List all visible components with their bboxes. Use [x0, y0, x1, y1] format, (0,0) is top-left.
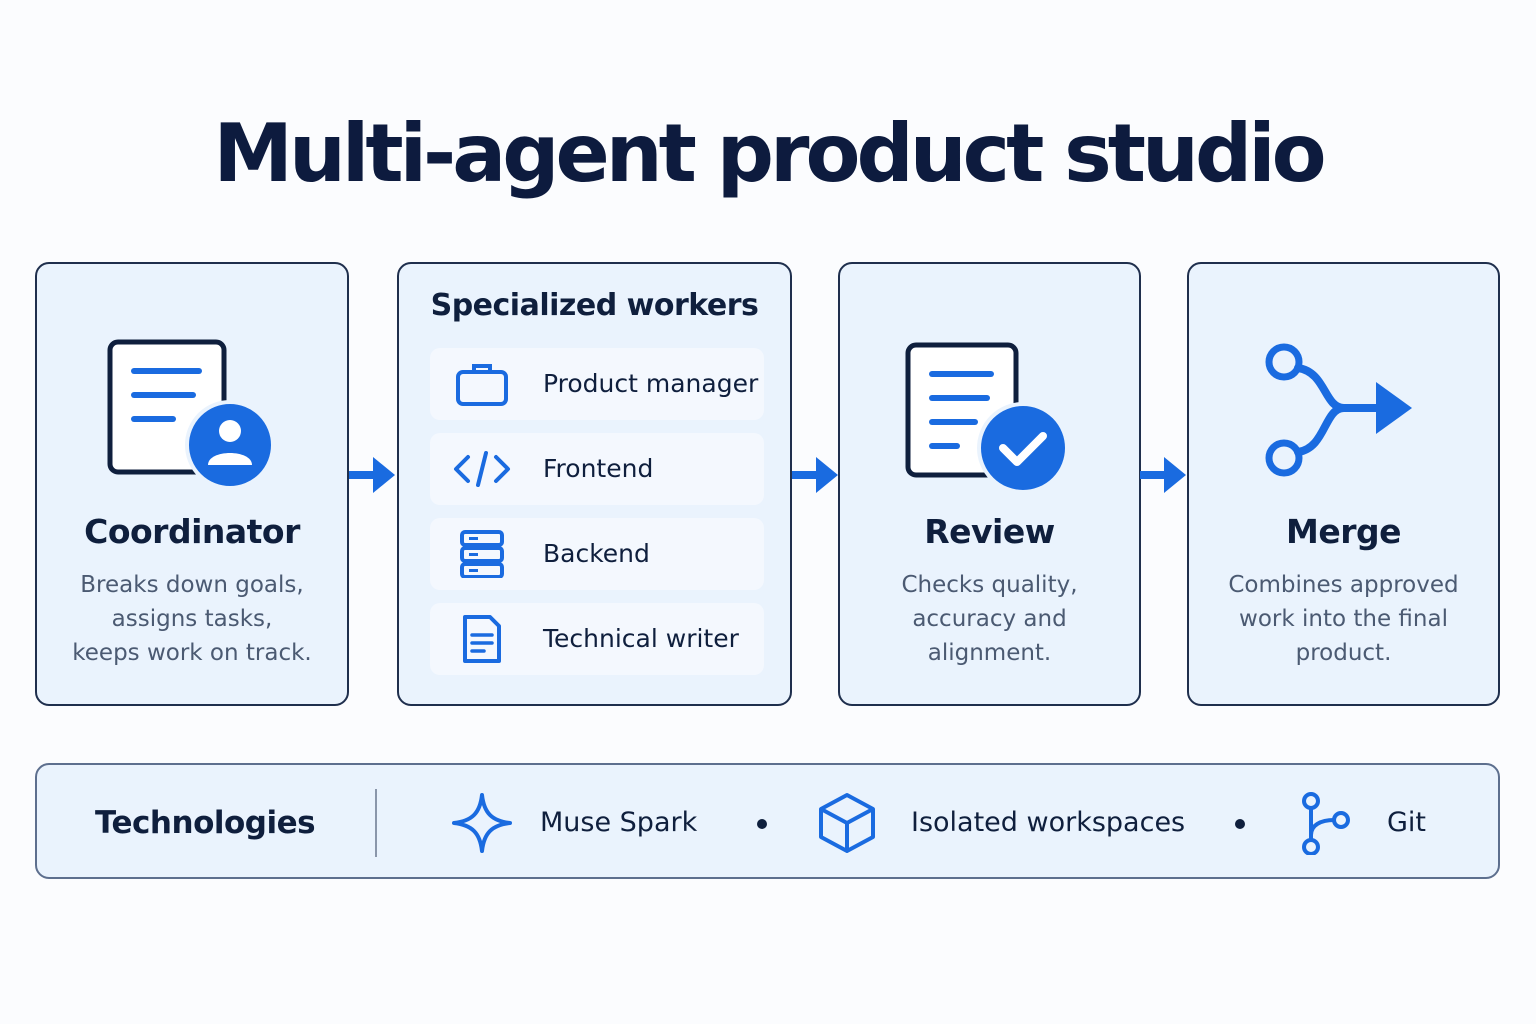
technologies-bar: Technologies Muse Spark Isolated workspa…	[35, 763, 1500, 879]
tech-label-isolated-workspaces: Isolated workspaces	[911, 807, 1186, 838]
document-user-icon	[107, 339, 275, 489]
flow-arrow-icon	[792, 457, 838, 493]
specialized-workers-card: Specialized workers Product manager Fron…	[397, 262, 792, 706]
server-icon	[460, 530, 504, 578]
sparkle-icon	[452, 793, 512, 853]
workers-title: Specialized workers	[430, 288, 759, 323]
cube-icon	[819, 793, 875, 853]
worker-item-technical-writer: Technical writer	[430, 603, 764, 675]
document-icon	[463, 615, 501, 663]
worker-label: Backend	[543, 539, 650, 568]
briefcase-icon	[456, 364, 508, 406]
coordinator-card: Coordinator Breaks down goals, assigns t…	[35, 262, 349, 706]
separator-dot	[1235, 819, 1245, 829]
page-title: Multi-agent product studio	[213, 107, 1326, 200]
git-branch-icon	[1302, 792, 1350, 855]
flow-arrow-icon	[349, 457, 395, 493]
technologies-title: Technologies	[95, 805, 316, 841]
coordinator-description: Breaks down goals, assigns tasks, keeps …	[72, 572, 312, 666]
worker-item-backend: Backend	[430, 518, 764, 590]
merge-icon	[1265, 343, 1412, 477]
worker-label: Product manager	[543, 369, 759, 398]
review-description: Checks quality, accuracy and alignment.	[901, 572, 1078, 666]
worker-item-frontend: Frontend	[430, 433, 764, 505]
divider	[375, 789, 377, 857]
worker-label: Frontend	[543, 454, 654, 483]
merge-card: Merge Combines approved work into the fi…	[1187, 262, 1500, 706]
tech-label-muse-spark: Muse Spark	[540, 807, 698, 838]
merge-description: Combines approved work into the final pr…	[1228, 572, 1459, 666]
review-card: Review Checks quality, accuracy and alig…	[838, 262, 1141, 706]
tech-label-git: Git	[1387, 807, 1427, 838]
document-check-icon	[905, 342, 1069, 494]
worker-label: Technical writer	[543, 624, 739, 653]
review-title: Review	[924, 512, 1055, 551]
coordinator-title: Coordinator	[84, 512, 300, 551]
code-icon	[454, 451, 510, 487]
flow-arrow-icon	[1140, 457, 1186, 493]
separator-dot	[757, 819, 767, 829]
worker-item-product-manager: Product manager	[430, 348, 764, 420]
merge-title: Merge	[1286, 512, 1402, 551]
